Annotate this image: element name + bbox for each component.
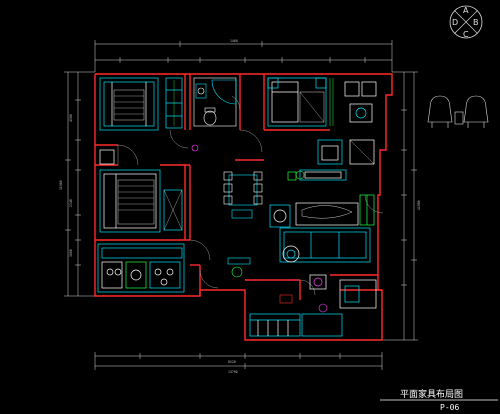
dim-top-total: 1460 <box>230 39 238 43</box>
compass-letter-a: A <box>463 6 469 15</box>
plant-accents <box>191 144 328 313</box>
dim-left-a: 4500 <box>69 114 73 122</box>
dimension-texts: 1460 8520 14790 11960 4500 2340 3600 119… <box>59 39 421 374</box>
balcony-area <box>249 274 377 337</box>
dimension-lines <box>64 40 418 370</box>
dim-left-total: 11960 <box>59 180 63 190</box>
dim-left-c: 3600 <box>69 249 73 257</box>
compass-letter-d: D <box>452 18 458 27</box>
compass-letter-c: C <box>463 30 469 39</box>
compass-marker: A B C D <box>449 5 483 39</box>
door-swings <box>117 95 384 296</box>
dim-bottom-total: 14790 <box>228 370 238 374</box>
compass-letter-b: B <box>473 18 479 27</box>
dim-right-total: 11960 <box>417 200 421 210</box>
walls <box>94 73 393 341</box>
top-right-bedroom <box>267 77 377 127</box>
second-bedroom <box>99 149 183 233</box>
dim-bottom-mid: 8520 <box>228 360 236 364</box>
dining-area <box>223 171 263 265</box>
sheet-title: 平面家具布局图 <box>400 388 463 400</box>
sheet-code: P-06 <box>440 403 459 412</box>
master-bedroom <box>99 77 183 131</box>
dim-left-b: 2340 <box>69 199 73 207</box>
living-room <box>269 139 375 263</box>
kitchen <box>97 243 185 293</box>
furniture-elevation-sample <box>427 95 489 128</box>
title-block: 平面家具布局图 P-06 <box>380 388 498 412</box>
bathroom-top <box>193 77 237 127</box>
